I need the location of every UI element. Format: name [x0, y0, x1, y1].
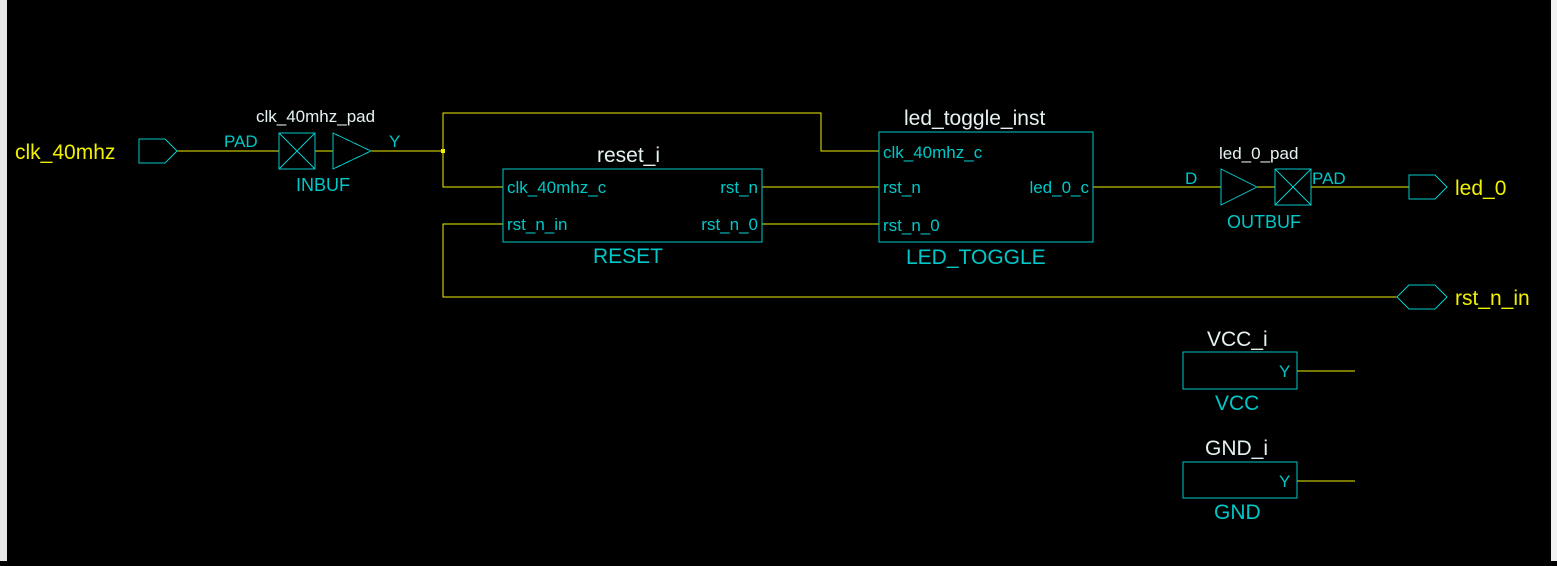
bidir-port-shape [1396, 284, 1448, 310]
vcc-type: VCC [1215, 392, 1259, 415]
vcc-instance-name: VCC_i [1207, 328, 1268, 351]
led-toggle-box [878, 131, 1094, 243]
led-toggle-pin-rst-n-0: rst_n_0 [883, 216, 940, 235]
reset-pin-rst-n-0: rst_n_0 [701, 215, 758, 234]
reset-block[interactable]: reset_i clk_40mhz_c rst_n_in rst_n rst_n… [502, 144, 763, 268]
buffer-triangle-icon [332, 132, 373, 170]
gnd-box [1182, 461, 1298, 499]
reset-type: RESET [593, 245, 663, 268]
outbuf-cell[interactable]: led_0_pad D PAD OUTBUF [1185, 144, 1346, 232]
window-right-border [1551, 0, 1557, 561]
output-port-shape [1408, 174, 1448, 200]
reset-box [502, 168, 763, 243]
inbuf-cell[interactable]: clk_40mhz_pad PAD Y INBUF [224, 107, 400, 195]
gnd-pin-y: Y [1279, 472, 1290, 491]
port-label-rst-n-in: rst_n_in [1455, 287, 1530, 310]
outbuf-instance-name: led_0_pad [1219, 144, 1298, 163]
wires [177, 112, 1409, 482]
inbuf-instance-name: clk_40mhz_pad [256, 107, 375, 126]
inbuf-type: INBUF [296, 175, 350, 195]
wire-rst-n-in [442, 223, 1397, 298]
vcc-pin-y: Y [1279, 362, 1290, 381]
gnd-cell[interactable]: GND_i Y GND [1182, 437, 1298, 524]
vcc-cell[interactable]: VCC_i Y VCC [1182, 328, 1298, 415]
port-rst-n-in[interactable]: rst_n_in [1396, 284, 1530, 310]
input-port-shape [138, 138, 178, 164]
led-toggle-pin-rst-n: rst_n [883, 178, 921, 197]
port-label-led-0: led_0 [1455, 177, 1506, 200]
wire-clk-net-reset [442, 151, 503, 188]
led-toggle-type: LED_TOGGLE [906, 246, 1046, 269]
inbuf-pin-y: Y [389, 132, 400, 151]
outbuf-type: OUTBUF [1227, 212, 1301, 232]
port-clk-40mhz[interactable]: clk_40mhz [15, 138, 178, 164]
pad-cross-icon [1274, 168, 1312, 206]
led-toggle-pin-led-0-c: led_0_c [1029, 178, 1089, 197]
led-toggle-block[interactable]: led_toggle_inst clk_40mhz_c rst_n rst_n_… [878, 107, 1094, 269]
led-toggle-pin-clk: clk_40mhz_c [883, 143, 983, 162]
outbuf-pin-d: D [1185, 169, 1197, 188]
gnd-type: GND [1214, 501, 1261, 524]
led-toggle-instance-name: led_toggle_inst [904, 107, 1045, 130]
port-led-0[interactable]: led_0 [1408, 174, 1506, 200]
reset-pin-rst-n: rst_n [720, 178, 758, 197]
reset-pin-rst-n-in: rst_n_in [507, 215, 567, 234]
gnd-instance-name: GND_i [1205, 437, 1268, 460]
reset-instance-name: reset_i [597, 144, 660, 167]
outbuf-pin-pad: PAD [1312, 169, 1346, 188]
wire-junction [441, 149, 445, 153]
reset-pin-clk: clk_40mhz_c [507, 178, 607, 197]
wire-clk-net-top [442, 112, 879, 152]
pad-cross-icon [278, 132, 316, 170]
inbuf-pin-pad: PAD [224, 132, 258, 151]
port-label-clk-40mhz: clk_40mhz [15, 141, 115, 164]
buffer-triangle-icon [1220, 168, 1259, 206]
vcc-box [1182, 351, 1298, 390]
window-left-border [0, 0, 7, 561]
